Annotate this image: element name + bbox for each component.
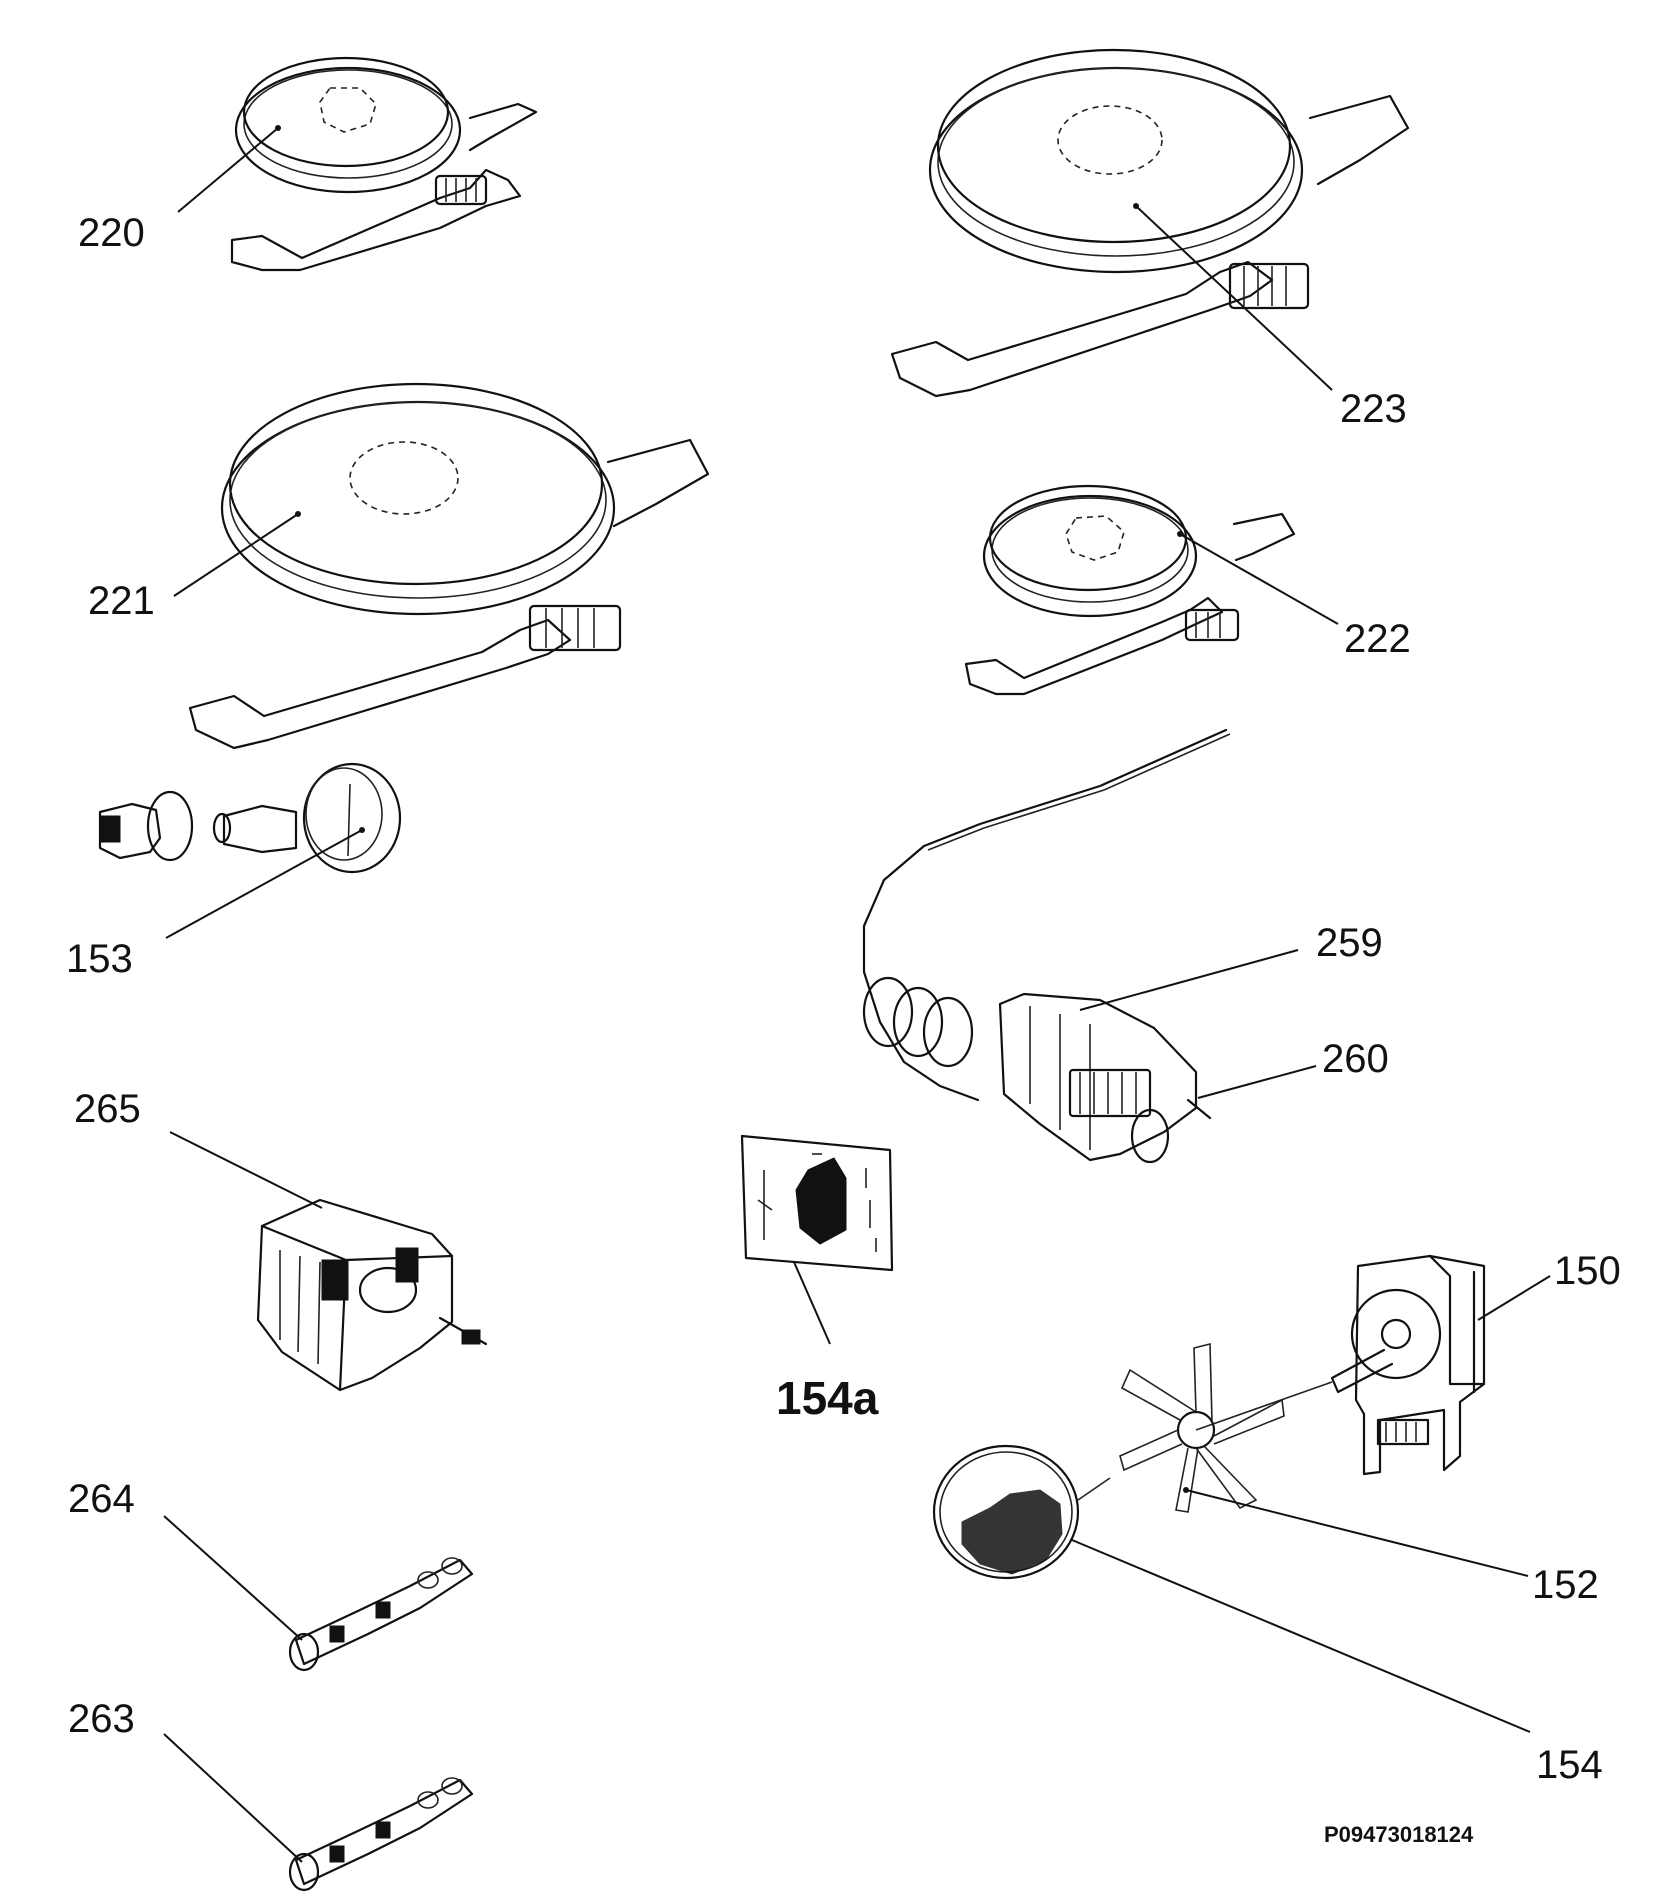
leader-221 [173,513,299,597]
label-150: 150 [1554,1249,1621,1293]
label-card-154a [740,1134,894,1272]
leader-223 [1135,205,1333,391]
leader-152 [1185,1489,1529,1577]
fan-blade-152 [1119,1342,1333,1513]
label-223: 223 [1340,387,1407,431]
label-265: 265 [74,1087,141,1131]
label-154a: 154a [776,1372,879,1424]
oven-lamp-153 [98,762,402,874]
terminal-block-264 [288,1557,474,1672]
leader-220 [177,127,279,213]
leader-153 [165,829,363,939]
selector-switch-265 [256,1198,488,1392]
label-221: 221 [88,579,155,623]
diagram-code: P09473018124 [1324,1822,1474,1847]
leader-259 [1079,949,1299,1011]
fan-motor-150 [1330,1254,1486,1476]
hotplate-222 [964,484,1296,696]
fan-filter-154 [932,1444,1111,1580]
label-154: 154 [1536,1743,1603,1787]
leader-264 [163,1515,303,1641]
grill-heater-259 [862,728,1231,1102]
label-222: 222 [1344,617,1411,661]
terminal-block-263 [288,1777,474,1892]
label-260: 260 [1322,1037,1389,1081]
label-263: 263 [68,1697,135,1741]
label-152: 152 [1532,1563,1599,1607]
leader-263 [163,1733,303,1863]
label-264: 264 [68,1477,135,1521]
leader-150 [1477,1275,1551,1321]
label-259: 259 [1316,921,1383,965]
label-153: 153 [66,937,133,981]
thermostat-260 [998,992,1212,1164]
leader-265 [169,1131,323,1209]
leader-154a [793,1261,831,1345]
hotplate-221 [188,382,710,750]
label-220: 220 [78,211,145,255]
leader-222 [1179,533,1339,625]
hotplate-220 [230,56,538,272]
leader-260 [1197,1065,1317,1099]
hotplate-223 [890,48,1410,398]
leader-154 [1071,1539,1531,1733]
